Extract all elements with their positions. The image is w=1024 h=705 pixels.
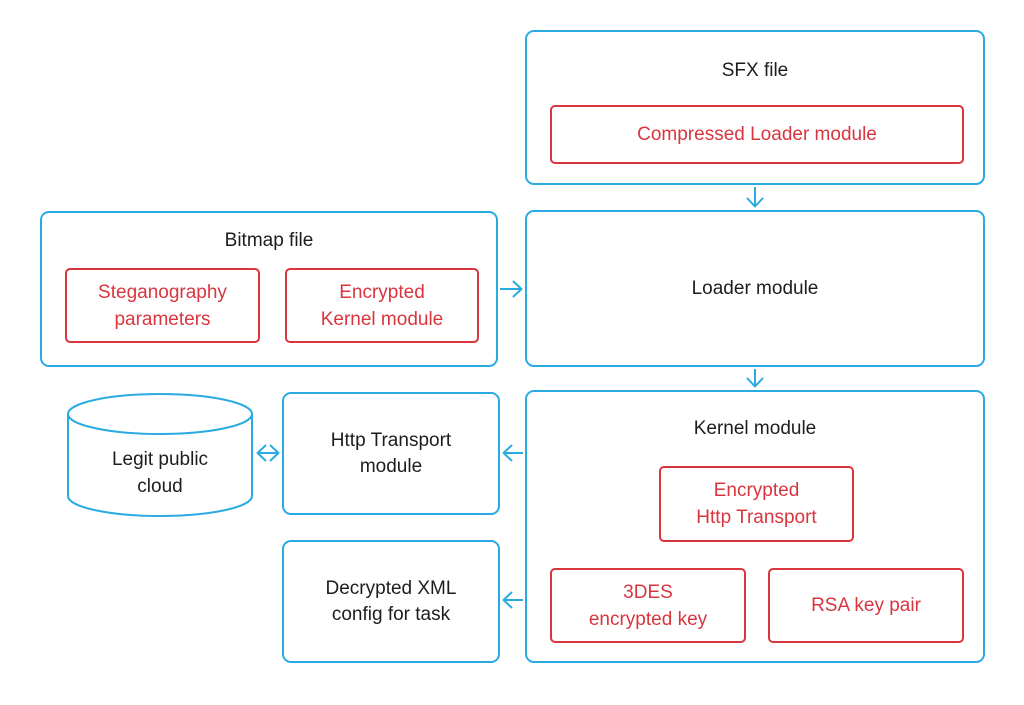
3des-encrypted-key-box: 3DES encrypted key (550, 568, 746, 643)
cloud-database-cylinder-icon (67, 393, 253, 517)
http-transport-module-box: Http Transport module (282, 392, 500, 515)
compressed-loader-module-box: Compressed Loader module (550, 105, 964, 164)
bitmap-file-box: Bitmap file Steganography parameters Enc… (40, 211, 498, 367)
legit-public-cloud-label: Legit public cloud (111, 449, 209, 497)
loader-module-title: Loader module (691, 277, 819, 299)
decrypted-xml-config-box: Decrypted XML config for task (282, 540, 500, 663)
sfx-file-box: SFX file Compressed Loader module (525, 30, 985, 185)
decrypted-xml-config-title: Decrypted XML config for task (325, 577, 457, 625)
sfx-file-title: SFX file (721, 60, 789, 81)
rsa-key-pair-box: RSA key pair (768, 568, 964, 643)
encrypted-kernel-module-box: Encrypted Kernel module (285, 268, 479, 343)
kernel-module-box: Kernel module Encrypted Http Transport 3… (525, 390, 985, 663)
kernel-module-title: Kernel module (693, 418, 817, 439)
loader-module-box: Loader module (525, 210, 985, 367)
encrypted-http-transport-box: Encrypted Http Transport (659, 466, 854, 542)
http-transport-module-title: Http Transport module (330, 429, 452, 477)
steganography-parameters-box: Steganography parameters (65, 268, 260, 343)
bitmap-file-title: Bitmap file (224, 230, 314, 251)
